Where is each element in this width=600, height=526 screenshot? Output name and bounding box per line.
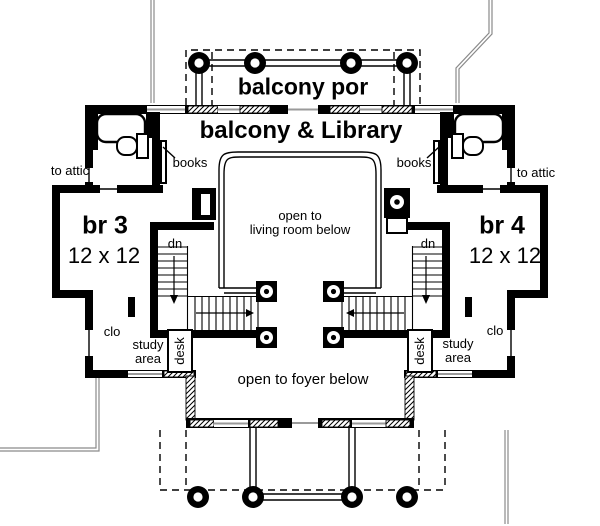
porch-columns-top — [188, 52, 418, 74]
porch-columns-bottom — [187, 486, 418, 508]
stairs-left — [150, 222, 266, 338]
desk-left-box — [167, 329, 193, 373]
toilet-tank-right — [451, 133, 464, 159]
open-living-line2: living room below — [249, 222, 351, 237]
desk-right-label: desk — [411, 337, 427, 365]
books-left-label: books — [172, 154, 208, 170]
bedroom3-name-label: br 3 — [82, 211, 128, 240]
study-right-line1: study — [442, 335, 474, 351]
bedroom4-name-label: br 4 — [479, 211, 525, 240]
balcony-library-label: balcony & Library — [199, 117, 403, 145]
bedroom4-walls — [404, 185, 548, 378]
closet-left-label: clo — [103, 323, 121, 339]
bedroom4-size-label: 12 x 12 — [468, 243, 542, 269]
down-right-label: dn — [420, 235, 436, 251]
top-exterior-wall — [85, 105, 515, 114]
newel-posts — [256, 281, 344, 348]
foyer-bay — [185, 375, 415, 428]
bookshelf-right — [433, 140, 440, 184]
stairs-right — [334, 222, 450, 338]
books-right-label: books — [396, 154, 432, 170]
study-left-line1: study — [132, 336, 164, 352]
bedroom3-size-label: 12 x 12 — [67, 243, 141, 269]
bookshelf-left — [160, 140, 167, 184]
toilet-bowl-left — [116, 136, 138, 156]
desks — [167, 329, 433, 373]
bottom-porch — [159, 428, 446, 508]
toilet-bowl-right — [462, 136, 484, 156]
right-bathroom — [426, 105, 515, 193]
desk-right-box — [407, 329, 433, 373]
desk-left-label: desk — [171, 337, 187, 365]
top-porch — [185, 49, 421, 105]
closet-right-label: clo — [486, 322, 504, 338]
to-attic-left-label: to attic — [50, 162, 90, 178]
balcony-porch-label: balcony por — [237, 73, 369, 100]
bedroom3-walls — [52, 185, 196, 378]
roof-lines — [0, 0, 509, 524]
open-foyer-label: open to foyer below — [237, 370, 369, 388]
chimney-chases — [192, 188, 410, 234]
left-bathroom — [85, 105, 176, 193]
to-attic-right-label: to attic — [516, 164, 556, 180]
toilet-tank-left — [136, 133, 149, 159]
living-room-opening-railing — [218, 151, 382, 294]
down-left-label: dn — [167, 235, 183, 251]
study-left-line2: area — [134, 351, 162, 366]
study-right-line2: area — [444, 350, 472, 365]
open-living-line1: open to — [278, 207, 322, 223]
